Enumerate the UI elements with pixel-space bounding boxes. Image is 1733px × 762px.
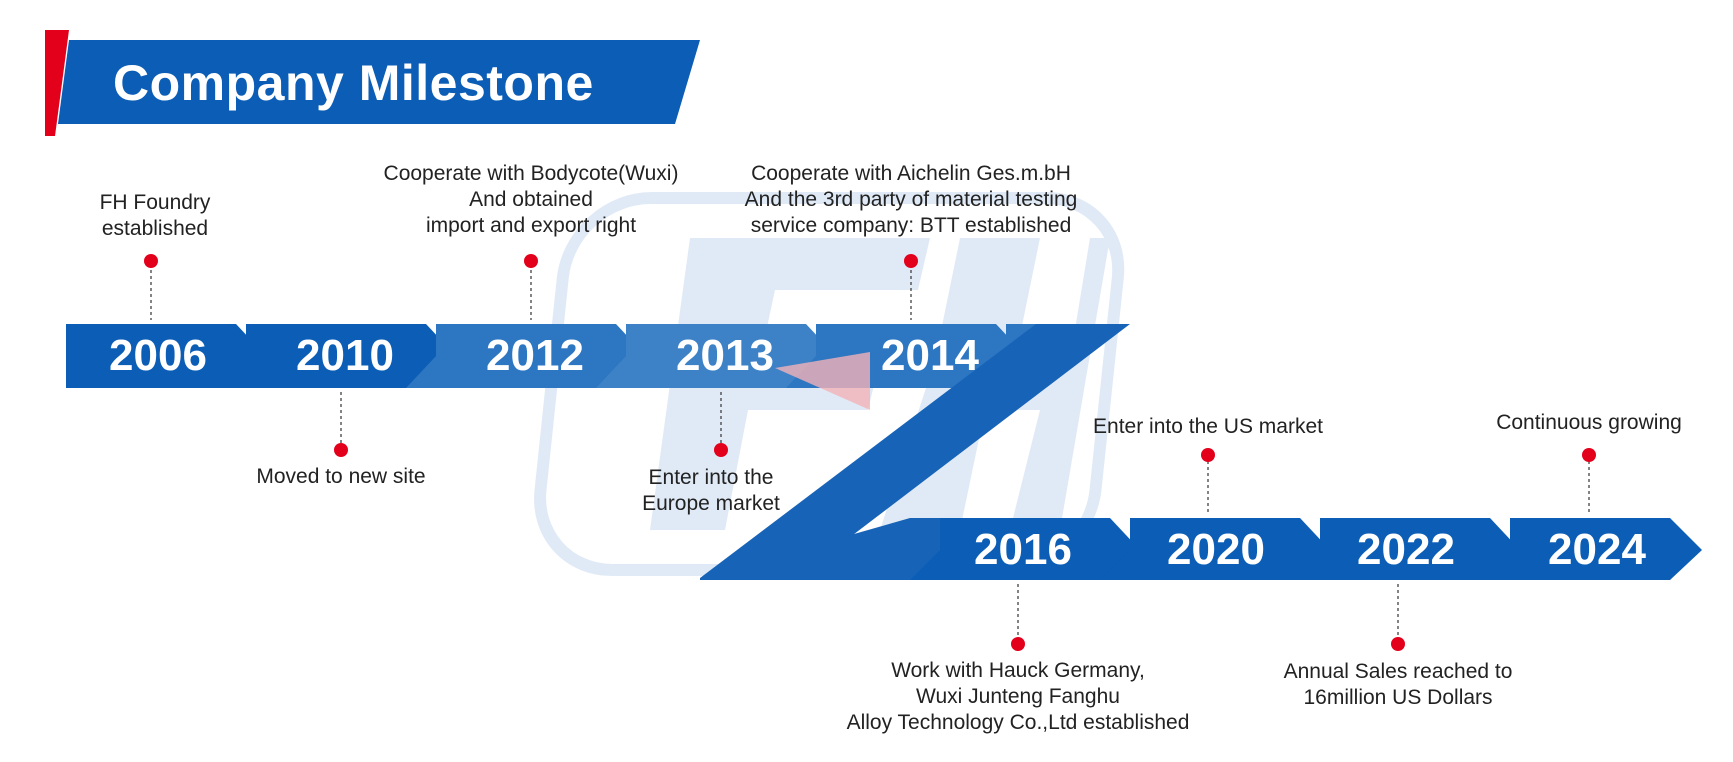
dot-2013: [714, 443, 728, 457]
lower-timeline-row: [700, 518, 1702, 580]
dot-2006: [144, 254, 158, 268]
chevron-2022: [1290, 518, 1520, 580]
dot-2012: [524, 254, 538, 268]
connectors: [150, 264, 1590, 642]
year-label-2013: 2013: [676, 331, 774, 380]
milestone-2016-line-3: Alloy Technology Co.,Ltd established: [846, 711, 1190, 734]
year-label-2010: 2010: [296, 331, 394, 380]
year-label-2020: 2020: [1167, 525, 1265, 574]
dot-2020: [1201, 448, 1215, 462]
milestone-2012-line-1: Cooperate with Bodycote(Wuxi): [383, 162, 679, 185]
milestone-2012-line-3: import and export right: [425, 214, 637, 237]
milestone-2014-line-1: Cooperate with Aichelin Ges.m.bH: [751, 162, 1071, 185]
milestone-2024: Continuous growing: [1469, 410, 1709, 436]
milestone-2006: FH Foundry established: [75, 190, 235, 242]
connector-red-accent: [775, 352, 870, 410]
milestone-2016-line-1: Work with Hauck Germany,: [891, 659, 1145, 682]
milestone-2016: Work with Hauck Germany, Wuxi Junteng Fa…: [808, 658, 1228, 736]
milestone-dots: [144, 254, 1596, 651]
milestone-2012-line-2: And obtained: [469, 188, 593, 211]
year-label-2014: 2014: [881, 331, 979, 380]
milestone-2014-line-3: service company: BTT established: [750, 214, 1072, 237]
chevron-lower-start: [700, 518, 970, 580]
header-title-bar: [58, 40, 700, 124]
chevron-2012: [406, 324, 646, 388]
milestone-2010-line-1: Moved to new site: [256, 465, 426, 488]
milestone-2013-line-2: Europe market: [642, 492, 780, 515]
milestone-2016-line-2: Wuxi Junteng Fanghu: [916, 685, 1120, 708]
milestone-2022: Annual Sales reached to 16million US Dol…: [1253, 659, 1543, 711]
milestone-2010: Moved to new site: [231, 464, 451, 490]
chevron-2010: [216, 324, 456, 388]
milestone-2022-line-2: 16million US Dollars: [1303, 686, 1493, 709]
dot-2024: [1582, 448, 1596, 462]
chevron-2016: [910, 518, 1140, 580]
milestone-2024-line-1: Continuous growing: [1496, 411, 1682, 434]
year-label-2012: 2012: [486, 331, 584, 380]
milestone-2006-line-2: established: [101, 217, 209, 240]
chevron-2024: [1480, 518, 1702, 580]
chevron-2006: [66, 324, 266, 388]
page-title: Company Milestone: [113, 55, 594, 111]
milestone-2020: Enter into the US market: [1068, 414, 1348, 440]
milestone-2013: Enter into the Europe market: [621, 465, 801, 517]
header-accent-bar: [45, 30, 69, 136]
dot-2016: [1011, 637, 1025, 651]
milestone-2022-line-1: Annual Sales reached to: [1283, 660, 1513, 683]
milestone-2014-line-2: And the 3rd party of material testing: [744, 188, 1078, 211]
milestone-2020-line-1: Enter into the US market: [1093, 415, 1323, 438]
milestone-2013-line-1: Enter into the: [648, 466, 774, 489]
year-label-2016: 2016: [974, 525, 1072, 574]
milestone-2006-line-1: FH Foundry: [99, 191, 211, 214]
upper-timeline-row: [66, 324, 1056, 388]
year-label-2022: 2022: [1357, 525, 1455, 574]
year-label-2006: 2006: [109, 331, 207, 380]
dot-2014: [904, 254, 918, 268]
dot-2010: [334, 443, 348, 457]
chevron-2020: [1100, 518, 1330, 580]
year-label-2024: 2024: [1548, 525, 1646, 574]
dot-2022: [1391, 637, 1405, 651]
milestone-2012: Cooperate with Bodycote(Wuxi) And obtain…: [356, 161, 706, 239]
diagonal-connector: [700, 324, 1130, 578]
chevron-2013: [596, 324, 836, 388]
milestone-2014: Cooperate with Aichelin Ges.m.bH And the…: [706, 161, 1116, 239]
